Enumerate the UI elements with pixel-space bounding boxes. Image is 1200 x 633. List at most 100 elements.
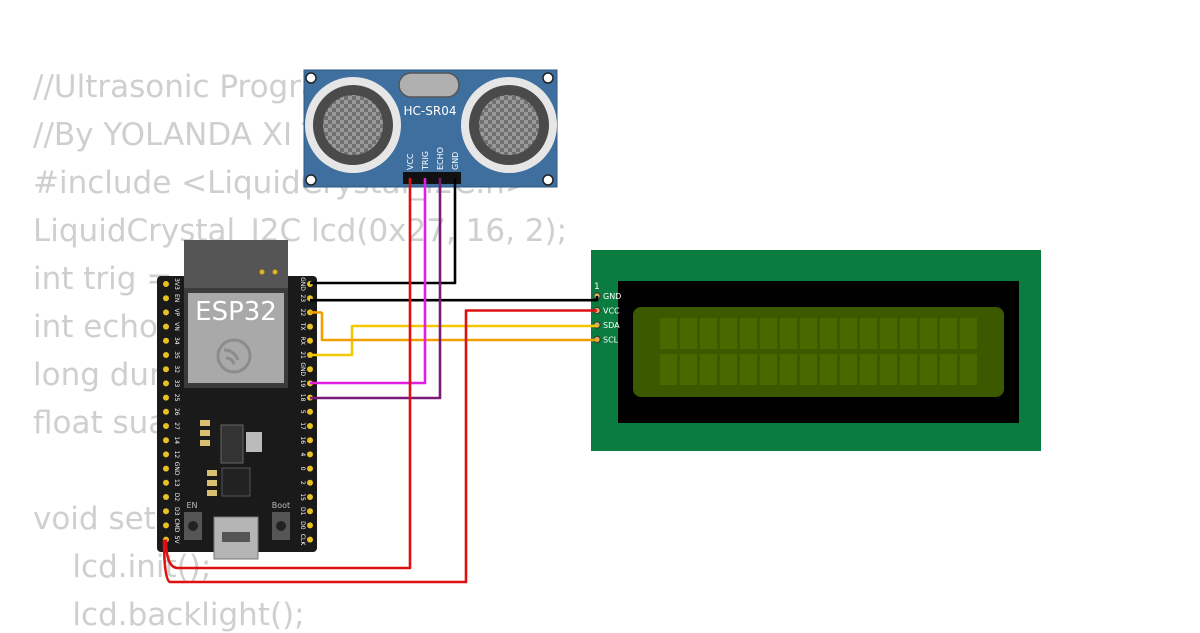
esp32-pin-label: GND [299,362,306,376]
esp32-pin-label: 5V [173,536,180,545]
boot-button-cap[interactable] [276,521,286,531]
esp32-pin-label: 0 [299,467,306,471]
lcd-cell [680,354,697,385]
lcd-cell [780,318,797,349]
esp32-pin[interactable] [163,295,169,302]
lcd-cell [780,354,797,385]
micro-usb-opening [222,532,250,542]
esp32-pin[interactable] [163,309,169,316]
esp32-pin[interactable] [307,465,313,472]
lcd-cell [920,318,937,349]
esp32-pin[interactable] [307,494,313,500]
esp32-pin[interactable] [307,323,313,330]
wire-scl[interactable] [310,311,597,342]
esp32-pin[interactable] [163,337,169,344]
esp32-pin-label: 2 [299,481,306,485]
esp32-pin[interactable] [163,323,169,330]
lcd-cell [840,354,857,385]
lcd-cell [900,354,917,385]
lcd-cell [800,318,817,349]
boot-label: Boot [272,501,290,510]
lcd-cell [720,354,737,385]
esp32-pin[interactable] [307,522,313,529]
espressif-logo-swirl [223,348,240,365]
lcd-pin-label: SCL [603,336,619,345]
lcd-cell [720,318,737,349]
led-dot [272,269,278,275]
esp32-pin[interactable] [307,423,313,429]
esp32-pin[interactable] [163,352,169,358]
lcd-cell [660,354,677,385]
small-chip [246,432,262,452]
esp32-pin-label: 27 [173,422,180,430]
esp32-pin-label: D2 [173,493,180,502]
esp32-pin[interactable] [163,423,169,429]
esp32-pin-label: 16 [299,436,306,444]
lcd-pin-label: GND [603,292,621,301]
lcd-cell [920,354,937,385]
lcd-cell [880,318,897,349]
esp32-pin[interactable] [307,536,313,543]
lcd-pin-index: 1 [594,282,600,292]
esp32-pin[interactable] [307,479,313,486]
mounting-hole [305,174,317,186]
wire-vcc-sensor[interactable] [164,178,412,570]
wire-trig[interactable] [310,178,427,385]
mounting-hole [542,72,554,84]
wire-echo[interactable] [310,178,442,400]
esp32-pin[interactable] [163,366,169,373]
esp32-pin[interactable] [307,408,313,415]
esp32-pin-label: 32 [173,365,180,373]
esp32-pin[interactable] [163,465,169,472]
led-dot [259,269,265,275]
esp32-pin[interactable] [163,494,169,500]
esp32-pin-label: 3V3 [173,278,180,290]
esp32-pin[interactable] [307,508,313,515]
esp32-board[interactable]: ESP32 EN Boot GND2322TXRX21GND1918517164… [157,240,317,560]
esp32-pin-label: 22 [299,309,306,317]
wire-gnd-sensor[interactable] [310,178,457,285]
esp32-pin-label: D0 [299,521,306,530]
esp32-pin[interactable] [163,508,169,515]
wire-vcc-lcd[interactable] [162,309,597,584]
mounting-hole [542,174,554,186]
smd-component [200,420,210,426]
lcd-cell [860,354,877,385]
espressif-logo [216,338,252,374]
lcd-cell [820,354,837,385]
esp32-pin[interactable] [163,479,169,486]
esp32-pin-label: 14 [173,436,180,444]
esp32-pin-label: GND [173,462,180,476]
esp32-pin[interactable] [163,281,169,287]
wire-gnd-lcd[interactable] [310,296,599,302]
en-button-cap[interactable] [188,521,198,531]
esp32-pin[interactable] [163,380,169,387]
lcd-cell [660,318,677,349]
esp32-pin-label: EN [173,294,180,302]
smd-component [207,480,217,486]
lcd-cell [960,354,977,385]
lcd-cell [940,318,957,349]
esp32-pin[interactable] [163,394,169,401]
esp32-pin[interactable] [163,451,169,458]
esp32-pin[interactable] [163,522,169,529]
esp32-pin-label: 25 [173,394,180,402]
esp32-name: ESP32 [195,297,277,327]
esp32-pin[interactable] [307,366,313,373]
esp32-pin-label: 34 [173,337,180,345]
esp32-pin[interactable] [307,337,313,344]
esp32-pin[interactable] [307,451,313,458]
esp32-pin-label: CLK [299,534,306,547]
lcd-cell [740,318,757,349]
esp32-pin-headers: GND2322TXRX21GND19185171640215D1D0CLK3V3… [163,277,313,546]
lcd-cell [960,318,977,349]
lcd-cell [680,318,697,349]
esp32-pin[interactable] [163,437,169,444]
esp32-pin[interactable] [163,408,169,415]
esp32-pin[interactable] [307,437,313,444]
transducer-right-mesh [479,95,539,155]
en-label: EN [186,501,197,510]
lcd-pin-label: SDA [603,321,620,330]
